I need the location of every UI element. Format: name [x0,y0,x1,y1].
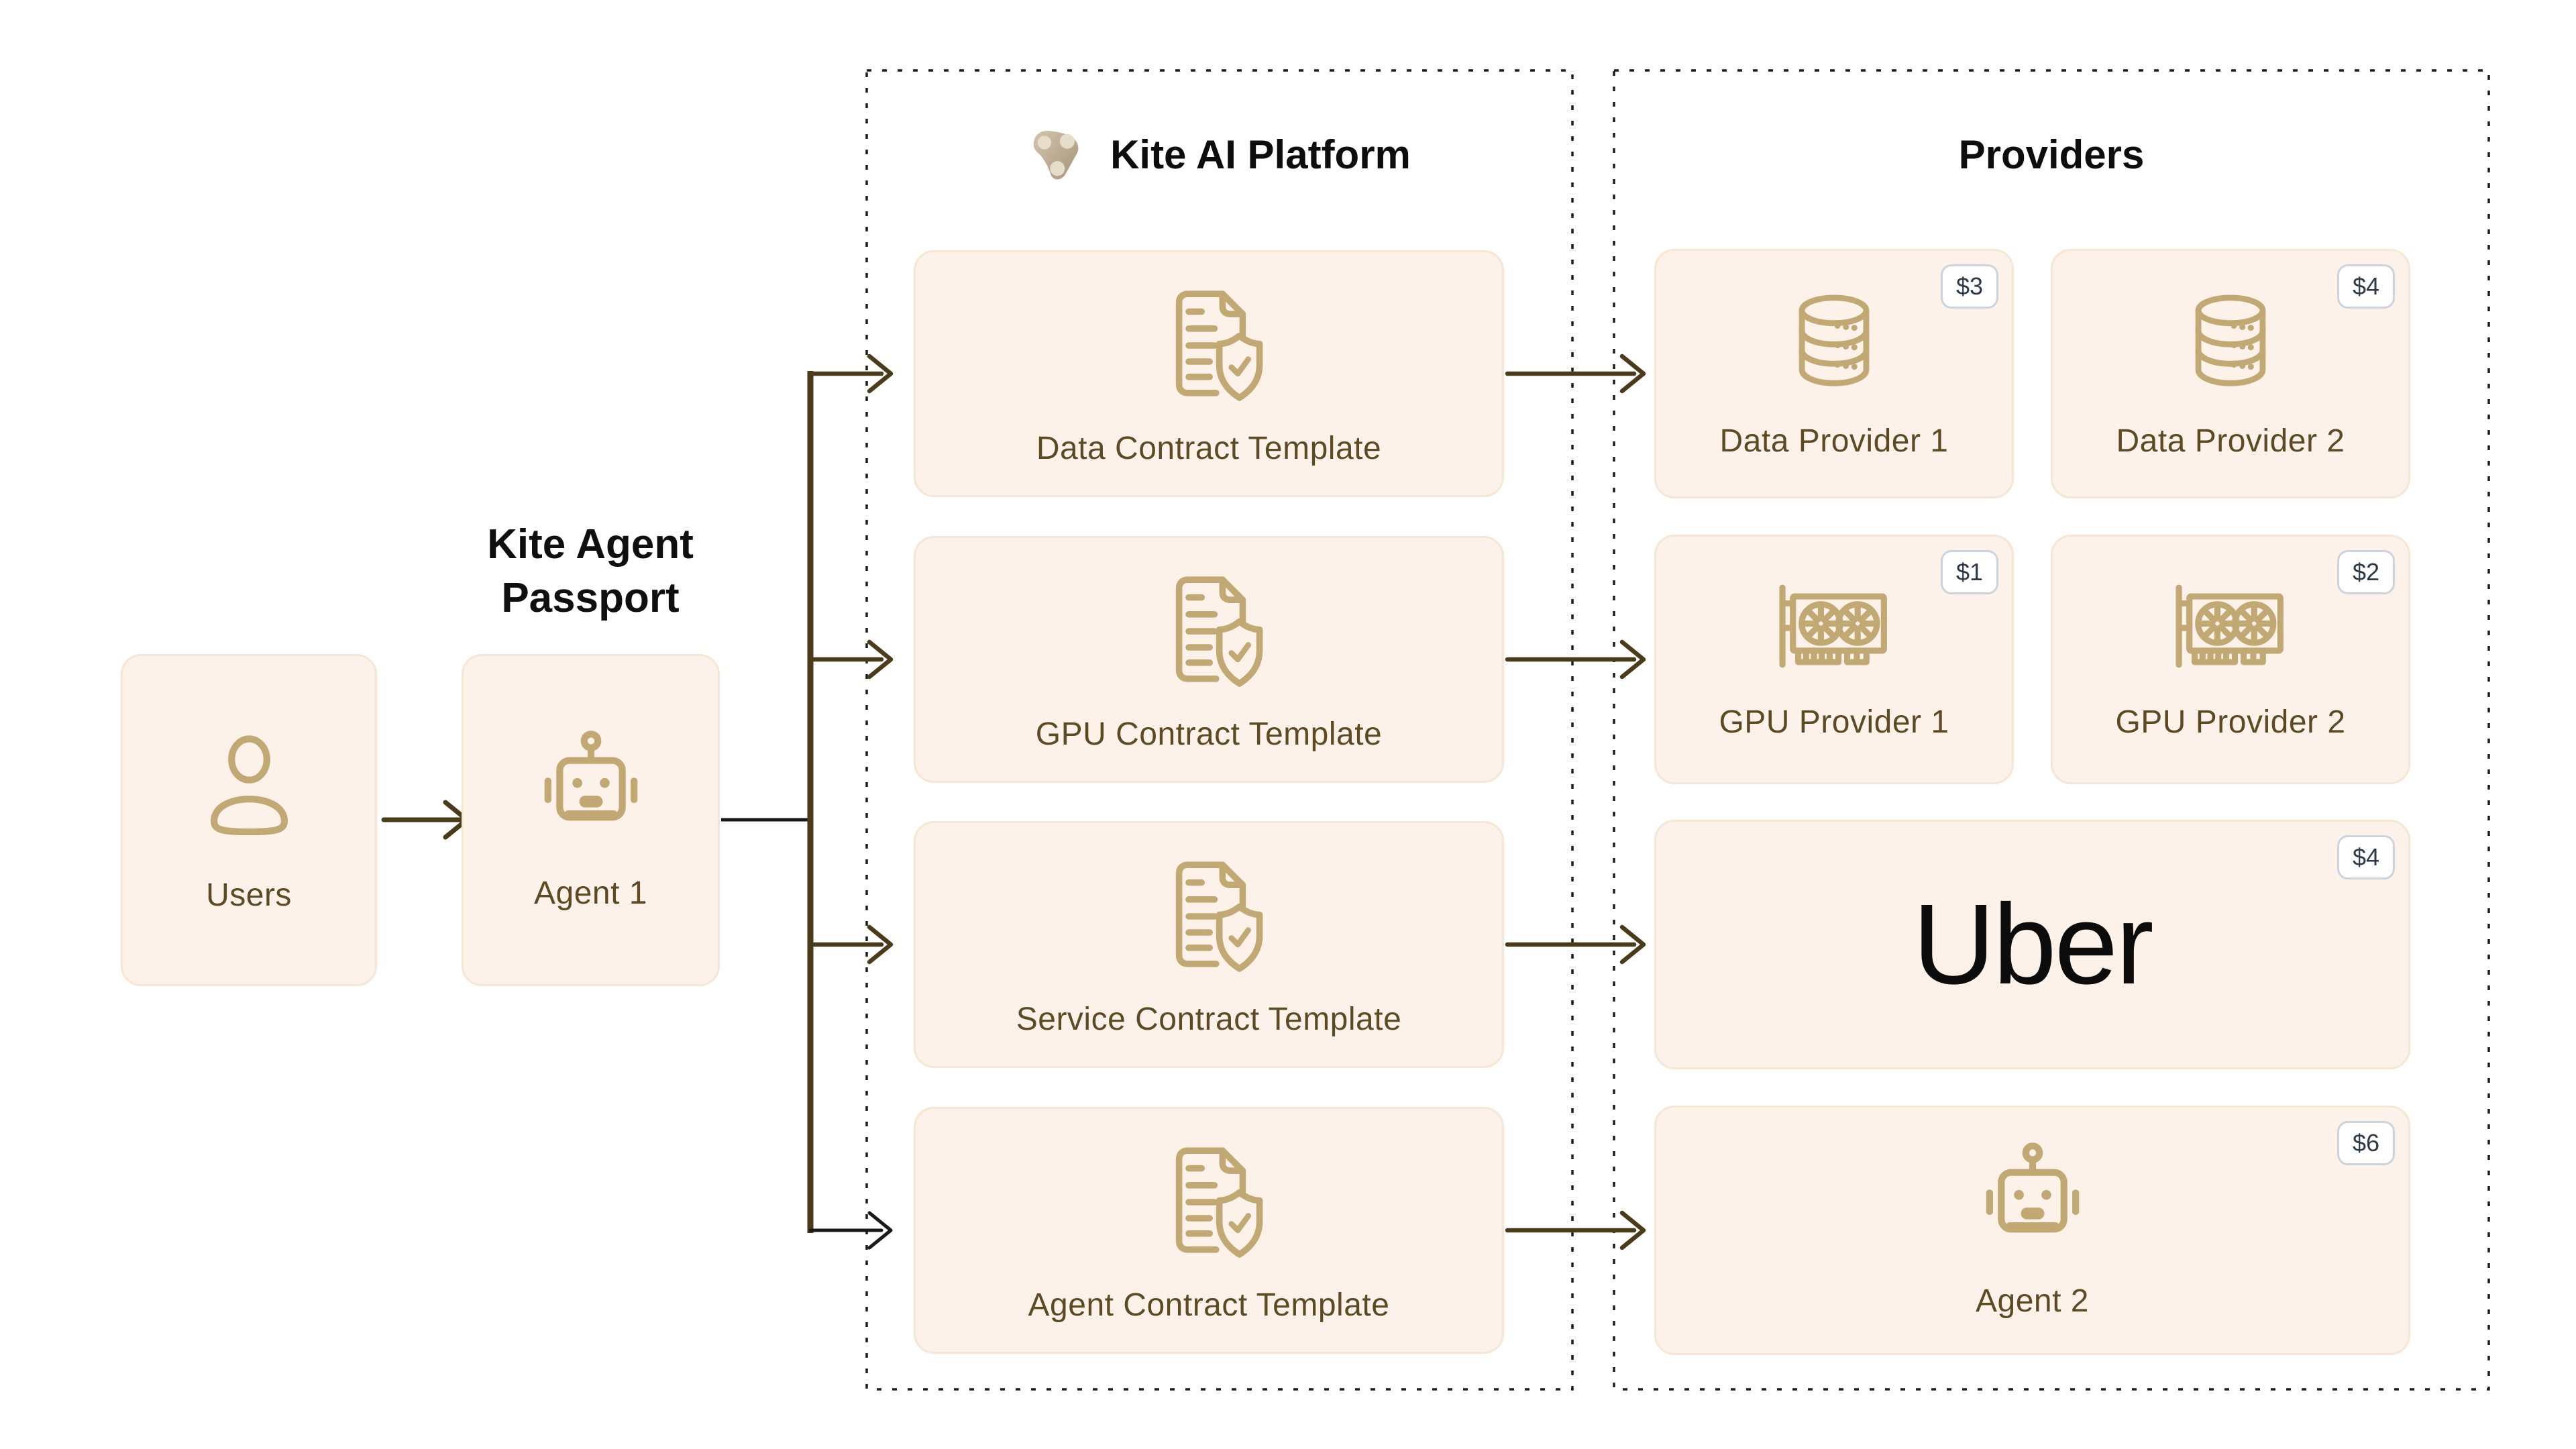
provider-label: GPU Provider 2 [2115,704,2346,740]
template-card-agent: Agent Contract Template [914,1107,1504,1354]
price-badge: $4 [2337,264,2395,309]
price-badge: $1 [1940,550,1998,594]
contract-shield-icon [1148,852,1269,981]
platform-title-text: Kite AI Platform [1110,131,1411,177]
template-label: Service Contract Template [1016,1001,1402,1037]
provider-card-agent-2: $6 Agent 2 [1654,1106,2410,1355]
robot-icon [1969,1141,2096,1258]
providers-title: Providers [1614,117,2489,191]
template-label: Agent Contract Template [1028,1287,1390,1323]
price-badge: $4 [2337,835,2395,879]
template-label: Data Contract Template [1036,430,1382,466]
contract-shield-icon [1148,567,1269,696]
provider-card-gpu-1: $1 [1654,535,2014,784]
agent1-label: Agent 1 [534,875,647,911]
database-icon [1783,288,1885,398]
provider-card-data-1: $3 Data Provider 1 [1654,249,2014,498]
contract-shield-icon [1148,281,1269,410]
passport-label-line2: Passport [501,575,680,621]
provider-card-gpu-2: $2 [2051,535,2410,784]
database-icon [2180,288,2282,398]
platform-title: Kite AI Platform [867,117,1572,191]
gpu-icon [1768,579,1900,680]
price-badge: $3 [1940,264,1998,309]
person-icon [191,727,308,845]
uber-wordmark: Uber [1913,881,2153,1008]
provider-card-data-2: $4 Data Provider 2 [2051,249,2410,498]
providers-title-text: Providers [1958,131,2145,177]
kite-agent-passport-label: Kite Agent Passport [389,518,792,625]
provider-label: Data Provider 2 [2116,423,2345,459]
contract-shield-icon [1148,1138,1269,1267]
agent1-node: Agent 1 [462,654,720,986]
price-badge: $2 [2337,550,2395,594]
provider-label: Data Provider 1 [1719,423,1949,459]
price-badge: $6 [2337,1121,2395,1165]
template-label: GPU Contract Template [1035,716,1383,752]
provider-label: Agent 2 [1976,1283,2089,1319]
kite-logo [1028,123,1090,185]
template-card-data: Data Contract Template [914,250,1504,497]
provider-label: GPU Provider 1 [1719,704,1949,740]
template-card-gpu: GPU Contract Template [914,536,1504,783]
robot-icon [527,729,655,847]
gpu-icon [2165,579,2296,680]
provider-card-uber: $4 Uber [1654,820,2410,1069]
template-card-service: Service Contract Template [914,821,1504,1068]
users-node: Users [121,654,377,986]
users-label: Users [206,877,292,913]
passport-label-line1: Kite Agent [487,521,694,568]
